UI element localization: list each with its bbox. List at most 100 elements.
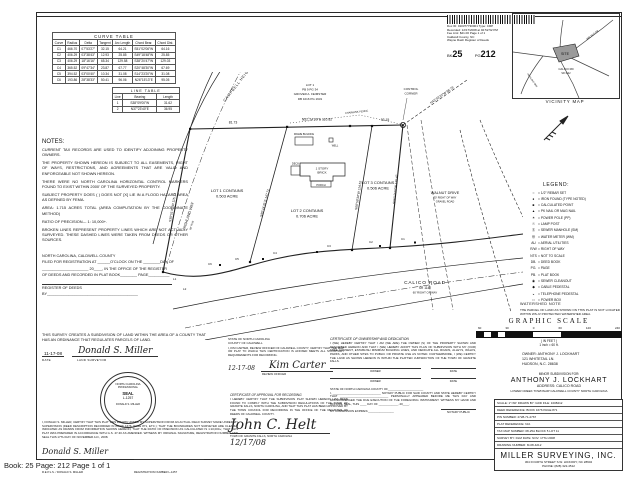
- lot1-acreage: 0.503 ACRE: [216, 194, 238, 199]
- plat-drawing: LOT 1 PB 9 PG 34 GROVER A. FEIMSTER DB 1…: [152, 72, 523, 340]
- land-surveyor-label: LAND SURVEYOR: [76, 358, 107, 363]
- review-cert-text: I, KIM CARTER, REVIEW OFFICER OF CALDWEL…: [228, 345, 344, 357]
- subdivision-address: ADDRESS: CALICO ROAD: [536, 384, 582, 388]
- registration-by-line: BY______________________________________…: [42, 292, 138, 297]
- legend-entry: Ⓦ = WATER METER (WM): [529, 234, 621, 240]
- frame-building-outline: [294, 136, 314, 146]
- title-block-row: DRAWING NUMBER: M-08-4212: [495, 442, 622, 449]
- curve-table-title: CURVE TABLE: [52, 31, 176, 41]
- date-label: DATE: [42, 358, 51, 363]
- registration-county: NORTH CAROLINA, CALDWELL COUNTY: [42, 254, 116, 258]
- curve-label-c5: C5: [235, 257, 239, 261]
- legend-text: = PK NAIL OR MAG NAIL: [538, 209, 576, 214]
- legend-text: = SEWER CLEANOUT: [538, 279, 572, 284]
- bearing-divider1: S40°14'41"E 147.71: [259, 188, 270, 217]
- firm-address: 304 FOURTH STREET S.W. HICKORY, NC 28602: [524, 460, 593, 465]
- calico-sr-label: SR 1142: [419, 286, 431, 290]
- legend-entry: ■ = CALCULATED POINT: [529, 202, 621, 208]
- lot3-label: LOT 3 CONTAINS: [362, 180, 395, 185]
- minor-subdivision-label: MINOR SUBDIVISION FOR:: [538, 372, 580, 376]
- legend-entry: ✶ = POWER POLE (PP): [529, 215, 621, 221]
- vicinity-site-shape: [552, 43, 580, 63]
- notary-public-label: NOTARY PUBLIC: [441, 409, 476, 414]
- ownership-cert: CERTIFICATE OF OWNERSHIP AND DEDICATION …: [330, 337, 476, 414]
- legend-symbol: PB.: [530, 272, 537, 277]
- stamp-bk-prefix: BK: [447, 52, 453, 58]
- review-date: 12-17-08: [228, 365, 255, 373]
- review-officer-cert: STATE OF NORTH CAROLINA COUNTY OF CALDWE…: [228, 337, 344, 376]
- scale-tick: 120: [585, 326, 591, 330]
- boundary-left: [162, 128, 191, 273]
- curve-label-c3: C3: [327, 244, 331, 248]
- chainlink-fence-label: CHAINLINK FENCE: [345, 109, 369, 115]
- legend-symbol: NTS: [530, 253, 537, 258]
- legend-text: = CABLE PEDESTAL: [538, 285, 570, 290]
- seal-license-number: L-1257: [122, 396, 134, 400]
- legend-text: = SEWER MANHOLE (SM): [538, 228, 579, 233]
- boundary-top: [189, 124, 404, 130]
- stamp-line: Recorded: 12/17/2008 at 02:52:52 PM: [447, 27, 498, 32]
- review-county-line: COUNTY OF CALDWELL: [228, 341, 263, 345]
- legend-text: = WATER METER (WM): [538, 234, 574, 239]
- legend-entry: DB. = DEED BOOK: [529, 259, 621, 265]
- lot2-acreage: 0.706 ACRE: [296, 214, 318, 219]
- legend-text: = POWER BOX: [538, 298, 562, 303]
- legend-text: = DEED BOOK: [538, 260, 561, 265]
- firm-phone: PHONE: (828) 322-4512: [542, 464, 575, 469]
- house-label-1: 1 STORY: [316, 167, 329, 171]
- approval-town-line: TOWN OF GRANITE FALLS, NORTH CAROLINA: [230, 434, 293, 439]
- legend-text: = 1/2" REBAR SET: [538, 190, 567, 195]
- owner-label-1: OWNER: [330, 367, 421, 373]
- house-outline: [299, 162, 346, 182]
- registration-number-label: REGISTRATION NUMBER L-1257: [134, 470, 178, 475]
- legend-text: = LAMP POST: [538, 222, 560, 227]
- legend-symbol: ▲: [531, 209, 536, 214]
- legend-text: = CALCULATED POINT: [538, 203, 574, 208]
- corner-markers: [161, 124, 416, 274]
- highland-rw-label: 60' R/W: [188, 220, 195, 230]
- ownership-cert-title: CERTIFICATE OF OWNERSHIP AND DEDICATION: [330, 337, 409, 341]
- legend-text: = PLAT BOOK: [538, 272, 560, 277]
- legend-entry: ◒ = TELEPHONE PEDESTAL: [529, 291, 621, 297]
- owner-line: OWNER: ANTHONY J. LOCKHART: [522, 352, 580, 356]
- legend-entry: PB. = PLAT BOOK: [529, 272, 621, 278]
- title-block-row: SURVEY BY: DLM DATE: NOV. 17TH 2008: [495, 435, 622, 442]
- barcode-icon: [447, 15, 535, 24]
- registration-line4: OF DEEDS AND RECORDED IN PLAT BOOK______…: [42, 273, 170, 278]
- scale-feet-caption: ( IN FEET ): [540, 339, 558, 343]
- review-officer-label: REVIEW OFFICER: [262, 372, 287, 377]
- control-corner-label-1: CONTROL: [404, 87, 419, 91]
- deck-outline: [290, 165, 301, 176]
- title-block: SCALE: 1"=60' DRAWN BY: GDD FILE: 100821…: [494, 399, 623, 472]
- walnut-drive-label: WALNUT DRIVE: [431, 191, 460, 195]
- legend-symbol: Ⓢ: [531, 228, 536, 233]
- legend-symbol: ◒: [532, 291, 535, 296]
- registration-divider: [42, 283, 172, 285]
- control-corner-leader: [402, 97, 408, 121]
- adjoiner-lot-label: LOT 1: [306, 83, 315, 87]
- calico-rw-label: 60' RIGHT OF WAY: [413, 291, 438, 295]
- legend-entry: PG. = PAGE: [529, 265, 621, 271]
- scale-bar: [476, 330, 622, 338]
- seal-word: SEAL: [122, 391, 134, 396]
- legend-entries: ○ = 1/2" REBAR SET ● = IRON FOUND (TYPE …: [529, 190, 621, 304]
- bearing-top-3: 93.15: [381, 118, 390, 122]
- curve-label-c2: C2: [369, 240, 373, 244]
- legend-symbol: ✶: [532, 215, 535, 220]
- stamp-line: Wayne Rash Register of Deeds: [447, 38, 489, 43]
- lot2-label: LOT 2 CONTAINS: [291, 208, 324, 213]
- surveyor-name-label: R.E.P.L.S. / DONALD S. MILLER: [42, 470, 83, 475]
- legend-entry: □ = POWER BOX: [529, 297, 621, 303]
- notes-block: NOTES: CURRENT TAX RECORDS ARE USED TO I…: [42, 139, 188, 245]
- calico-far-edge: [204, 283, 523, 340]
- north-arrow-icon: [543, 115, 569, 141]
- owner-line: HUDSON, N.C. 28638: [522, 362, 558, 367]
- vicinity-map: SITE CALICO RD SR 1142 WALNUT DR HIGHLAN…: [512, 13, 620, 99]
- vicinity-highland-label: HIGHLAND WAY: [526, 73, 538, 89]
- vicinity-site-label: SITE: [561, 52, 570, 56]
